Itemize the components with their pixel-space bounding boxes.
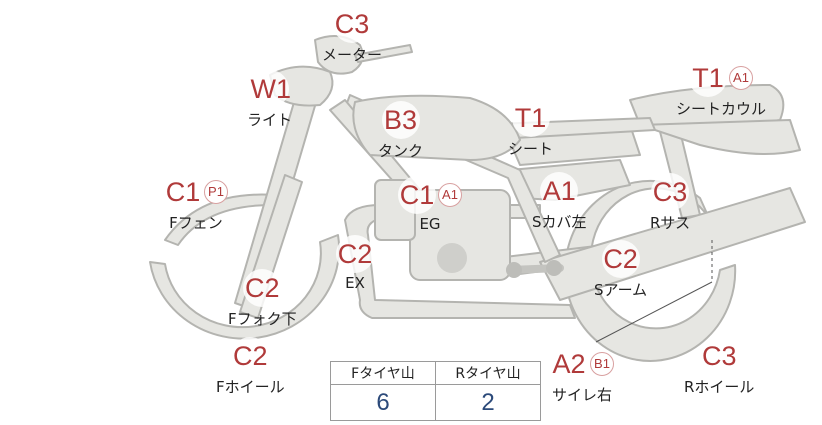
rear-tyre-header: Rタイヤ山 (435, 361, 541, 385)
part-label: シート (508, 140, 554, 158)
damage-code-badge: C2 (336, 235, 374, 273)
handlebar-shape (354, 44, 413, 63)
tyre-tread-table: Fタイヤ山 Rタイヤ山 6 2 (330, 361, 541, 421)
part-f-wheel[interactable]: C2 Fホイール (216, 336, 285, 397)
part-exhaust[interactable]: C2 EX (336, 234, 374, 292)
damage-code-badge: C1 (164, 173, 202, 211)
damage-code-badge: C3 (651, 173, 690, 211)
damage-codes: C3 (700, 336, 739, 376)
part-swingarm[interactable]: C2 Sアーム (594, 239, 647, 300)
damage-code-badge: P1 (204, 180, 228, 204)
damage-code-badge: C2 (243, 269, 282, 307)
part-r-wheel[interactable]: C3 Rホイール (684, 336, 754, 397)
damage-code-badge: C2 (601, 240, 640, 278)
damage-codes: W1 (250, 69, 291, 109)
damage-codes: C2 (243, 268, 282, 308)
part-f-fork-lower[interactable]: C2 Fフォク下 (228, 268, 297, 329)
damage-code-badge: B1 (590, 352, 614, 376)
damage-code-badge: T1 (689, 59, 727, 97)
damage-code-badge: B3 (381, 101, 420, 139)
damage-code-badge: A1 (729, 66, 753, 90)
damage-code-badge: A1 (438, 183, 462, 207)
part-label: Fホイール (216, 378, 285, 396)
part-label: サイレ右 (551, 386, 612, 404)
damage-codes: B3 (381, 100, 420, 140)
damage-code-badge: A2 (550, 345, 588, 383)
part-light[interactable]: W1 ライト (247, 69, 292, 130)
part-label: タンク (378, 142, 424, 160)
front-tyre-value: 6 (330, 384, 436, 421)
damage-codes: C2 (231, 336, 270, 376)
damage-codes: C2 (336, 234, 374, 274)
part-meter[interactable]: C3 メーター (322, 4, 382, 65)
part-label: Rホイール (684, 378, 755, 396)
part-label: メーター (322, 46, 383, 64)
damage-codes: T1 (511, 98, 550, 138)
part-s-cover-left[interactable]: A1 Sカバ左 (532, 171, 587, 232)
part-label: Fフェン (169, 214, 223, 232)
part-r-suspension[interactable]: C3 Rサス (650, 172, 690, 233)
part-tank[interactable]: B3 タンク (378, 100, 423, 161)
part-label: EX (345, 274, 365, 292)
part-label: Rサス (650, 214, 691, 232)
damage-code-badge: C3 (700, 337, 739, 375)
part-seat[interactable]: T1 シート (508, 98, 553, 159)
part-label: Fフォク下 (228, 310, 297, 328)
engine-cover-circle (437, 243, 467, 273)
damage-code-badge: A1 (540, 172, 579, 210)
damage-code-badge: C2 (231, 337, 270, 375)
damage-code-badge: C1 (398, 176, 436, 214)
damage-code-badge: C3 (333, 5, 371, 43)
damage-codes: C3 (333, 4, 371, 44)
front-wheel-shape (149, 234, 341, 340)
part-label: Sカバ左 (532, 213, 587, 231)
damage-code-badge: W1 (250, 70, 291, 108)
part-label: ライト (247, 111, 293, 129)
front-tyre-header: Fタイヤ山 (330, 361, 436, 385)
damage-codes: C3 (651, 172, 690, 212)
part-label: Sアーム (594, 281, 648, 299)
exhaust-shape (344, 204, 576, 319)
part-label: シートカウル (676, 100, 767, 118)
rear-fender-shape (639, 119, 801, 155)
damage-codes: A1 (540, 171, 579, 211)
rear-tyre-value: 2 (435, 384, 541, 421)
silencer-leader-line (595, 281, 713, 343)
damage-codes: C2 (601, 239, 640, 279)
part-label: EG (419, 215, 441, 233)
damage-code-badge: T1 (511, 99, 550, 137)
